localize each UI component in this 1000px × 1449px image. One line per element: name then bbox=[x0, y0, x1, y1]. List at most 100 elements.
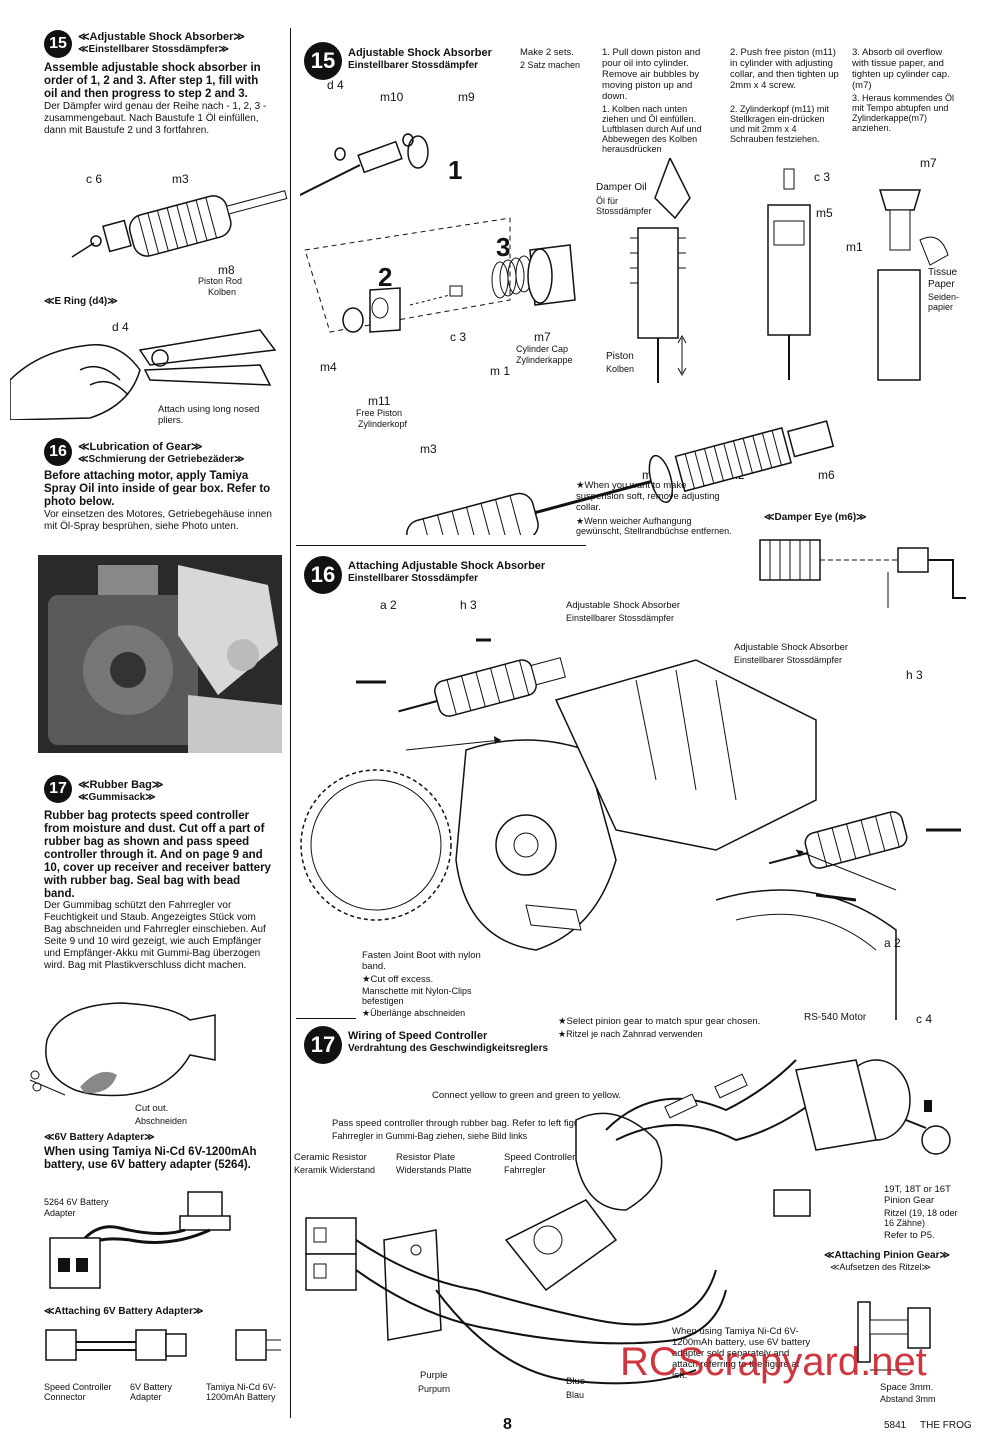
label-m7b: m7 bbox=[920, 156, 937, 170]
label-zylinderkopf: Zylinderkopf bbox=[358, 419, 408, 429]
step-16-badge: 16 bbox=[44, 438, 72, 466]
plate-label: Resistor Plate bbox=[396, 1152, 456, 1163]
cut-out-label-de: Abschneiden bbox=[135, 1116, 188, 1126]
step-17-body: Rubber bag protects speed controller fro… bbox=[44, 810, 271, 900]
label-zylinderkappe: Zylinderkappe bbox=[516, 355, 573, 365]
r-step-15-badge: 15 bbox=[304, 42, 342, 80]
label-piston: Piston bbox=[606, 351, 634, 362]
battery-adapter-title: ≪6V Battery Adapter≫ bbox=[44, 1132, 155, 1143]
connect-note: Connect yellow to green and green to yel… bbox=[432, 1090, 622, 1101]
watermark: RCScrapyard.net bbox=[620, 1340, 927, 1384]
step-num-2: 2 bbox=[378, 262, 393, 292]
step2-text-de: 2. Zylinderkopf (m11) mit Stellkragen ei… bbox=[730, 104, 829, 144]
boot-text-de2: ★Überlänge abschneiden bbox=[362, 1008, 466, 1018]
label-m9: m9 bbox=[458, 90, 475, 104]
speed-label-de: Fahrregler bbox=[504, 1165, 546, 1175]
chassis-drawing bbox=[300, 638, 961, 1020]
soft-note-de: ★Wenn weicher Aufhangung gewünscht, Stel… bbox=[576, 516, 732, 536]
label-cylinder-cap: Cylinder Cap bbox=[516, 344, 569, 354]
shock-label-1: Adjustable Shock Absorber bbox=[566, 600, 681, 611]
label-h3-right: h 3 bbox=[906, 668, 923, 682]
boot-text-de: Manschette mit Nylon-Clips befestigen bbox=[362, 986, 472, 1006]
purple-label-de: Purpurn bbox=[418, 1384, 451, 1394]
pinion-gear-label: 19T, 18T or 16T Pinion Gear bbox=[884, 1184, 951, 1206]
pinion-gear-label-de: Ritzel (19, 18 oder 16 Zähne) bbox=[884, 1208, 958, 1228]
label-d4: d 4 bbox=[327, 78, 344, 92]
motor-label: RS-540 Motor bbox=[804, 1012, 867, 1023]
label-c6: c 6 bbox=[86, 172, 103, 186]
space-label: Space 3mm. bbox=[880, 1382, 934, 1393]
label-free-piston: Free Piston bbox=[356, 408, 403, 418]
label-m1: m 1 bbox=[490, 364, 511, 378]
battery-adapter-drawing bbox=[49, 1191, 231, 1289]
label-m1b: m1 bbox=[846, 240, 863, 254]
step-15-body-de: Der Dämpfer wird genau der Reihe nach - … bbox=[44, 101, 267, 136]
label-c3: c 3 bbox=[450, 330, 467, 344]
attach-pinion-title-de: ≪Aufsetzen des Ritzel≫ bbox=[830, 1262, 931, 1272]
step-17-title: ≪Rubber Bag≫ bbox=[78, 779, 164, 791]
make-2-sets-de: 2 Satz machen bbox=[520, 60, 581, 70]
adapter-label-1: 5264 6V Battery bbox=[44, 1197, 109, 1207]
label-paper: Paper bbox=[928, 279, 955, 290]
pinion-note: ★Select pinion gear to match spur gear c… bbox=[558, 1016, 761, 1027]
divider-15-16 bbox=[296, 545, 586, 546]
label-m8: m8 bbox=[218, 263, 235, 277]
blue-label: Blue bbox=[566, 1376, 586, 1387]
step-16-title: ≪Lubrication of Gear≫ bbox=[78, 441, 203, 453]
label-c4: c 4 bbox=[916, 1012, 933, 1026]
r-step-17-title-de: Verdrahtung des Geschwindigkeitsreglers bbox=[348, 1043, 549, 1054]
step2-text: 2. Push free piston (m11) in cylinder wi… bbox=[730, 47, 839, 91]
label-c3b: c 3 bbox=[814, 170, 831, 184]
e-ring-title: ≪E Ring (d4)≫ bbox=[44, 296, 118, 307]
e-ring-caption: Attach using long nosed pliers. bbox=[158, 404, 260, 426]
battery-adapter-body: When using Tamiya Ni-Cd 6V-1200mAh batte… bbox=[44, 1146, 257, 1171]
pliers-hand-drawing bbox=[10, 329, 277, 420]
adapter-label-2: Adapter bbox=[44, 1208, 76, 1218]
wiring-drawing bbox=[305, 1059, 951, 1385]
blue-label-de: Blau bbox=[566, 1390, 585, 1400]
shock-label-1-de: Einstellbarer Stossdämpfer bbox=[566, 613, 675, 623]
divider-16-17 bbox=[296, 1018, 356, 1019]
step-16-title-de: ≪Schmierung der Getriebezäder≫ bbox=[78, 454, 245, 465]
damper-eye-title: ≪Damper Eye (m6)≫ bbox=[764, 512, 867, 523]
step-17-body-de: Der Gummibag schützt den Fahrregler vor … bbox=[44, 900, 266, 971]
step-16-body-de: Vor einsetzen des Motores, Getriebegehäu… bbox=[44, 509, 272, 532]
pinion-note-de: ★Ritzel je nach Zahnrad verwenden bbox=[558, 1029, 703, 1039]
label-papier: papier bbox=[928, 302, 954, 312]
ceramic-label-de: Keramik Widerstand bbox=[294, 1165, 376, 1175]
r-step-15-title-de: Einstellbarer Stossdämpfer bbox=[348, 60, 479, 71]
step-15-badge: 15 bbox=[44, 30, 72, 58]
plate-label-de: Widerstands Platte bbox=[396, 1165, 472, 1175]
step-17-title-de: ≪Gummisack≫ bbox=[78, 792, 156, 803]
r-step-16-title-de: Einstellbarer Stossdämpfer bbox=[348, 573, 479, 584]
step-17-badge: 17 bbox=[44, 775, 72, 803]
assembled-shock-drawing bbox=[406, 420, 835, 535]
attach-adapter-drawing bbox=[45, 1329, 281, 1361]
label-m7: m7 bbox=[534, 330, 551, 344]
label-oil-de-2: Stossdämpfer bbox=[596, 206, 652, 216]
step-16-body: Before attaching motor, apply Tamiya Spr… bbox=[44, 470, 271, 508]
r-step-16-title: Attaching Adjustable Shock Absorber bbox=[348, 560, 546, 572]
r-step-16-badge: 16 bbox=[304, 556, 342, 594]
boot-text: Fasten Joint Boot with nylon band. bbox=[362, 950, 481, 972]
r-step-15-title: Adjustable Shock Absorber bbox=[348, 47, 492, 59]
oil-fill-drawing bbox=[630, 158, 691, 383]
speed-label: Speed Controller bbox=[504, 1152, 576, 1163]
step-15-title: ≪Adjustable Shock Absorber≫ bbox=[78, 31, 245, 43]
ceramic-label: Ceramic Resistor bbox=[294, 1152, 367, 1163]
collar-drawing bbox=[767, 168, 811, 380]
label-oil-de-1: Öl für bbox=[596, 196, 619, 206]
step1-text: 1. Pull down piston and pour oil into cy… bbox=[602, 47, 701, 102]
attach-pinion-title: ≪Attaching Pinion Gear≫ bbox=[824, 1250, 950, 1261]
column-divider bbox=[290, 28, 291, 1418]
connector-label-3: Tamiya Ni-Cd 6V-1200mAh Battery bbox=[206, 1382, 277, 1402]
connector-label-1: Speed Controller Connector bbox=[44, 1382, 112, 1402]
footer-title: THE FROG bbox=[920, 1420, 972, 1431]
r-step-17-title: Wiring of Speed Controller bbox=[348, 1030, 488, 1042]
step3-text-de: 3. Heraus kommendes Öl mit Tempo abtupfe… bbox=[852, 93, 955, 133]
label-m10: m10 bbox=[380, 90, 404, 104]
space-label-de: Abstand 3mm bbox=[880, 1394, 936, 1404]
label-kolben-r: Kolben bbox=[606, 364, 635, 374]
cut-out-label: Cut out. bbox=[135, 1103, 169, 1114]
shock-label-2: Adjustable Shock Absorber bbox=[734, 642, 849, 653]
